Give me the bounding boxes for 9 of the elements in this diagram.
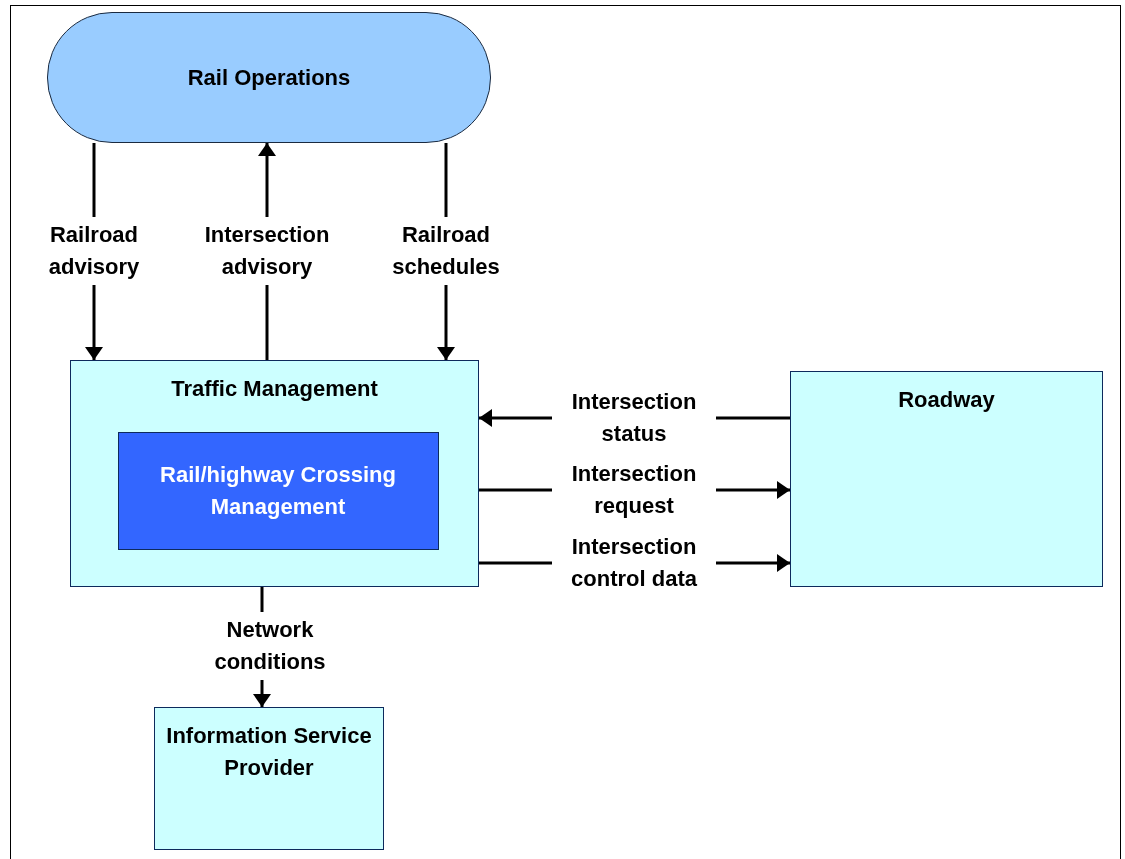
- node-label: Roadway: [898, 386, 995, 414]
- process-box: [790, 371, 1103, 587]
- node-label: Traffic Management: [171, 375, 378, 403]
- process-box: [154, 707, 384, 850]
- inner-box: [117, 431, 439, 550]
- node-label: Rail Operations: [187, 63, 351, 92]
- node-label: Information Service Provider: [165, 722, 373, 782]
- node-label: Rail/highway Crossing Management: [159, 460, 397, 521]
- process-box: [70, 360, 479, 587]
